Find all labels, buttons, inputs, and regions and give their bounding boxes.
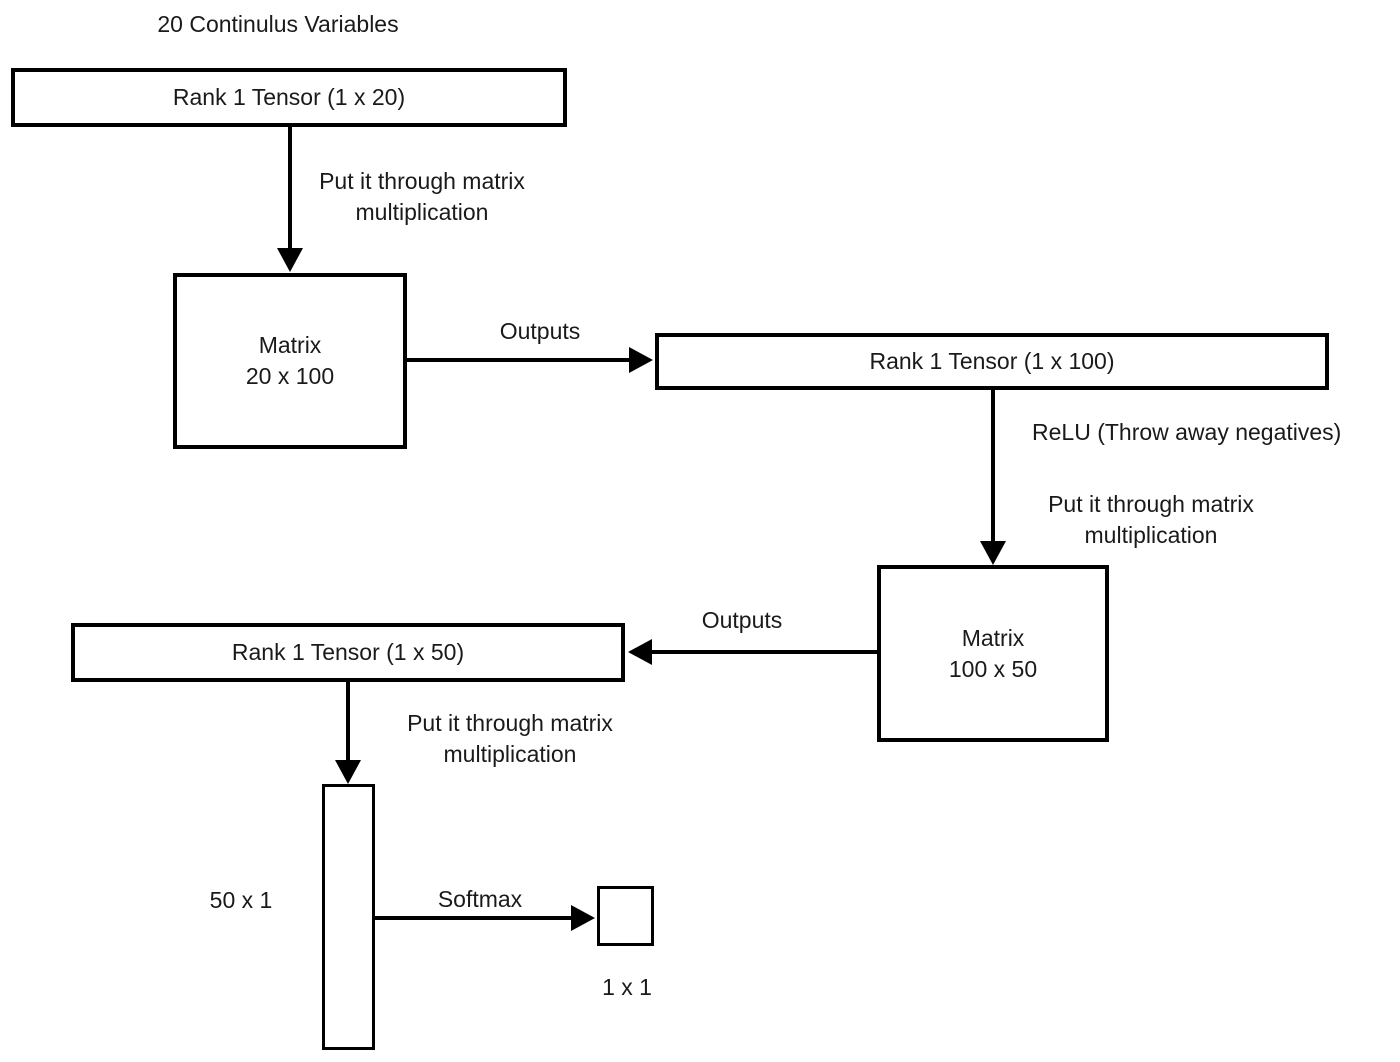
node-matrix-20x100: Matrix 20 x 100 [173,273,407,449]
node-output-1x1-label: 1 x 1 [602,974,652,1000]
edge-label-softmax: Softmax [437,886,523,912]
node-matrix-20x100-line2: 20 x 100 [245,363,335,389]
node-tensor-1x50-label: Rank 1 Tensor (1 x 50) [231,639,465,665]
node-tensor-1x20: Rank 1 Tensor (1 x 20) [11,68,567,127]
edge-label-outputs-1: Outputs [499,318,581,344]
node-tensor-1x20-label: Rank 1 Tensor (1 x 20) [172,84,406,110]
node-tensor-1x50: Rank 1 Tensor (1 x 50) [71,623,625,682]
edge-label-matmul-3: Put it through matrix multiplication [360,708,660,770]
node-matrix-100x50: Matrix 100 x 50 [877,565,1109,742]
edge-label-matmul-1-line2: multiplication [355,199,489,225]
node-tensor-1x100: Rank 1 Tensor (1 x 100) [655,333,1329,390]
node-vector-50x1-label: 50 x 1 [209,887,273,913]
edge-label-outputs-2: Outputs [701,607,783,633]
node-matrix-100x50-line1: Matrix [961,624,1025,651]
edge-label-matmul-2: Put it through matrix multiplication [1001,489,1301,551]
node-tensor-1x100-label: Rank 1 Tensor (1 x 100) [869,348,1115,374]
node-output-1x1-box [597,886,654,946]
edge-label-matmul-2-line1: Put it through matrix [1048,491,1254,517]
edge-label-matmul-3-line1: Put it through matrix [407,710,613,736]
edge-label-matmul-1-line1: Put it through matrix [319,168,525,194]
arrow-matrix100x50-to-tensor50 [628,639,877,665]
edge-label-matmul-2-line2: multiplication [1084,522,1218,548]
node-vector-50x1-box [322,784,375,1050]
arrow-matrix20x100-to-tensor100 [407,347,653,373]
arrow-tensor50-to-vector50x1 [335,682,361,784]
edge-label-matmul-1: Put it through matrix multiplication [272,166,572,228]
edge-label-matmul-3-line2: multiplication [443,741,577,767]
node-matrix-20x100-line1: Matrix [258,332,322,358]
node-matrix-100x50-line2: 100 x 50 [948,655,1038,682]
edge-label-relu: ReLU (Throw away negatives) [1032,419,1342,445]
diagram-title: 20 Continulus Variables [157,11,399,37]
